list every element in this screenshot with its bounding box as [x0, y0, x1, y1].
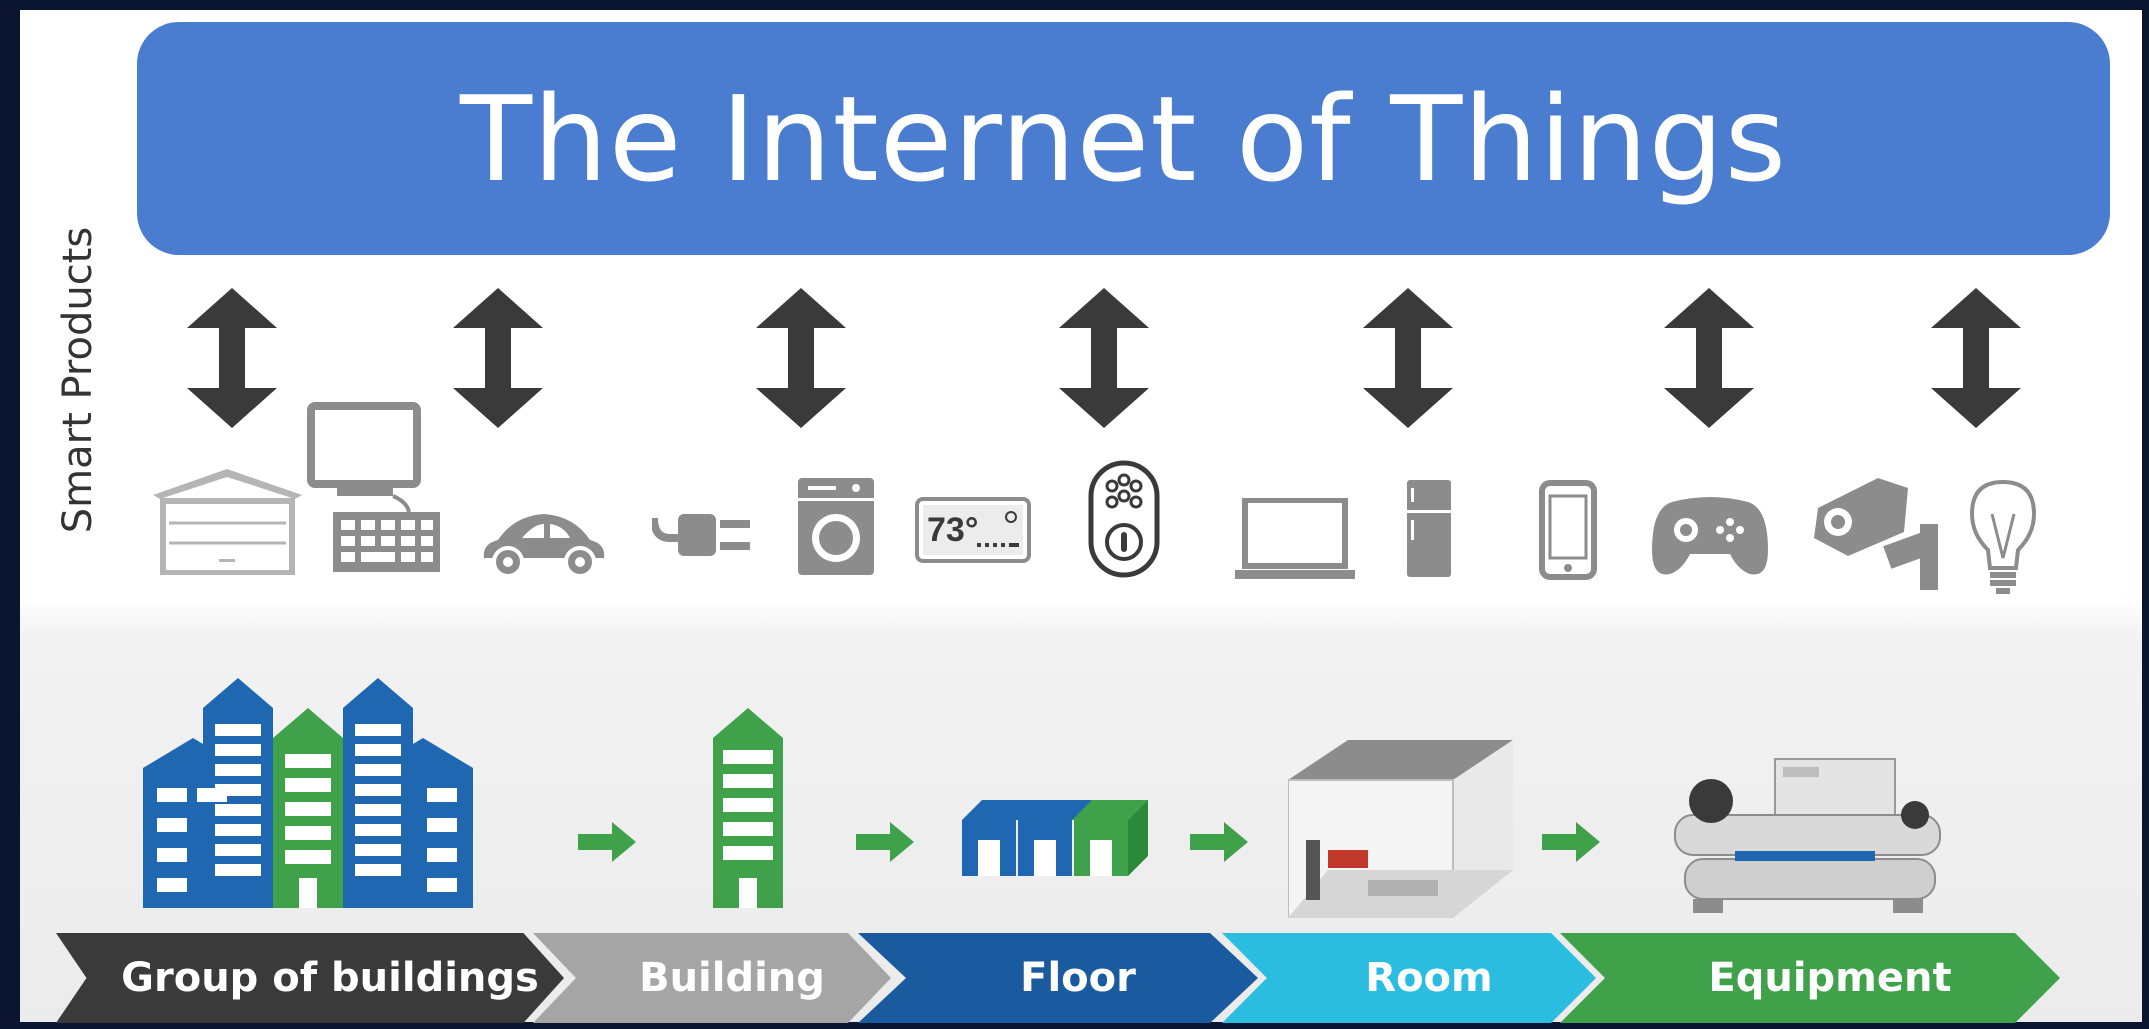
stage-label: Building	[639, 955, 825, 1001]
double-arrow-icon	[1363, 288, 1453, 428]
stage-label: Floor	[1020, 955, 1136, 1001]
power-plug-icon	[652, 514, 750, 556]
stage-label: Equipment	[1708, 955, 1952, 1001]
double-arrow-icon	[1931, 288, 2021, 428]
refrigerator-icon	[1407, 480, 1451, 577]
double-arrow-icon	[453, 288, 543, 428]
light-bulb-icon	[1969, 479, 2037, 594]
stage-floor: Floor	[858, 933, 1258, 1023]
flow-arrow-icon	[578, 822, 636, 862]
flow-arrow-icon	[1190, 822, 1248, 862]
group-of-buildings-icon	[143, 678, 473, 908]
thermostat-icon: 73°	[915, 497, 1031, 563]
stage-building: Building	[533, 933, 891, 1023]
smart-lock-icon	[1088, 460, 1160, 578]
floor-icon	[962, 800, 1148, 876]
double-arrow-icon	[756, 288, 846, 428]
flow-arrow-icon	[1542, 822, 1600, 862]
stage-group-of-buildings: Group of buildings	[56, 933, 564, 1023]
stage-equipment: Equipment	[1560, 933, 2060, 1023]
desktop-computer-icon	[307, 402, 440, 572]
double-arrow-icon	[187, 288, 277, 428]
building-icon	[713, 708, 783, 908]
security-camera-icon	[1814, 478, 1938, 590]
garage-door-icon	[153, 469, 302, 575]
car-icon	[483, 514, 605, 578]
page-title: The Internet of Things	[459, 69, 1788, 208]
thermostat-readout: 73°	[927, 511, 978, 549]
chiller-equipment-icon	[1674, 758, 1941, 913]
title-banner: The Internet of Things	[137, 22, 2110, 255]
stage-label: Group of buildings	[121, 955, 539, 1001]
game-controller-icon	[1652, 497, 1768, 575]
washing-machine-icon	[798, 478, 874, 575]
room-icon	[1288, 740, 1513, 918]
smartphone-icon	[1539, 480, 1597, 580]
double-arrow-icon	[1664, 288, 1754, 428]
double-arrow-icon	[1059, 288, 1149, 428]
flow-arrow-icon	[856, 822, 914, 862]
side-label: Smart Products	[55, 226, 101, 534]
laptop-icon	[1235, 498, 1355, 579]
stage-room: Room	[1222, 933, 1596, 1023]
stage-label: Room	[1365, 955, 1493, 1001]
